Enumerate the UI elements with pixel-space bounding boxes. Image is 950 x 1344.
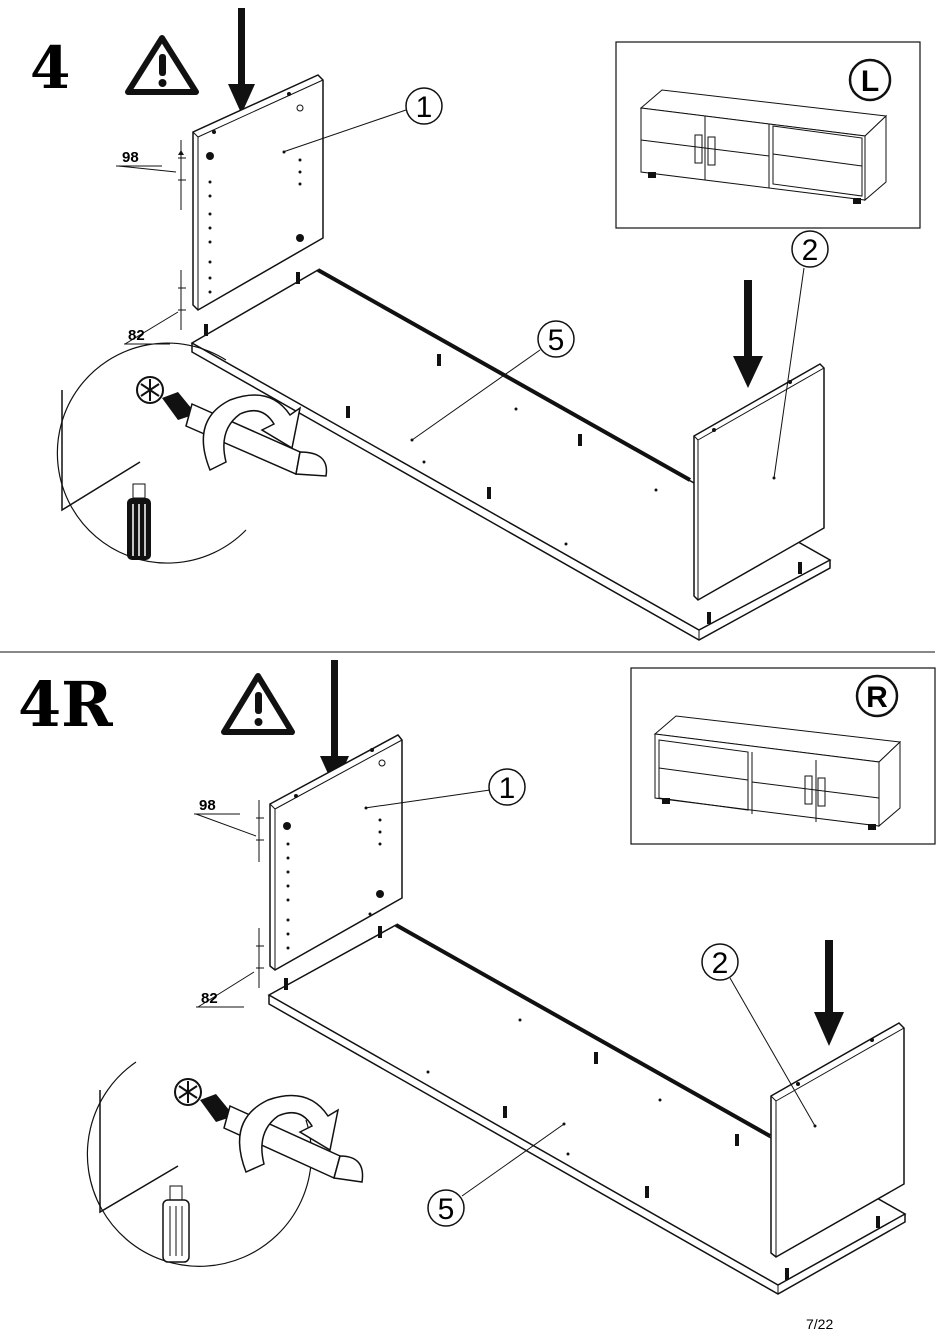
part-label-1: 1: [416, 91, 433, 124]
down-arrow-icon: [814, 940, 844, 1046]
dimension-98: 98: [194, 797, 264, 862]
dimension-82: 82: [196, 928, 264, 1007]
detail-circle: [87, 1062, 362, 1266]
part-label-1: 1: [499, 772, 516, 805]
warning-icon: [128, 38, 196, 92]
dimension-82: 82: [124, 270, 186, 344]
step-4: 4: [30, 8, 920, 640]
down-arrow-icon: [733, 280, 763, 388]
orientation-inset-R: R: [631, 668, 935, 844]
part-label-2: 2: [802, 234, 819, 267]
bolt-icon: [127, 484, 151, 560]
cam-lock-icon: [137, 377, 163, 403]
part-label-5: 5: [438, 1193, 455, 1226]
part-label-2: 2: [712, 947, 729, 980]
step-4-title: 4: [30, 34, 70, 102]
dimension-98: 98: [116, 140, 186, 210]
cam-lock-icon: [175, 1079, 201, 1105]
bolt-icon: [163, 1186, 189, 1262]
page-number: 7/22: [806, 1316, 833, 1332]
step-4R-title: 4R: [18, 668, 113, 741]
part-label-5: 5: [548, 324, 565, 357]
orientation-inset-L: L: [616, 42, 920, 228]
dimension-bottom-label: 82: [201, 990, 218, 1007]
side-panel-1: [193, 75, 323, 310]
dimension-bottom-label: 82: [128, 327, 145, 344]
orientation-badge: L: [861, 65, 879, 98]
down-arrow-icon: [228, 8, 255, 114]
dimension-top-label: 98: [122, 149, 139, 166]
step-4R: 4R: [18, 660, 935, 1294]
orientation-badge: R: [866, 681, 888, 714]
dimension-top-label: 98: [199, 797, 216, 814]
warning-icon: [224, 676, 292, 732]
